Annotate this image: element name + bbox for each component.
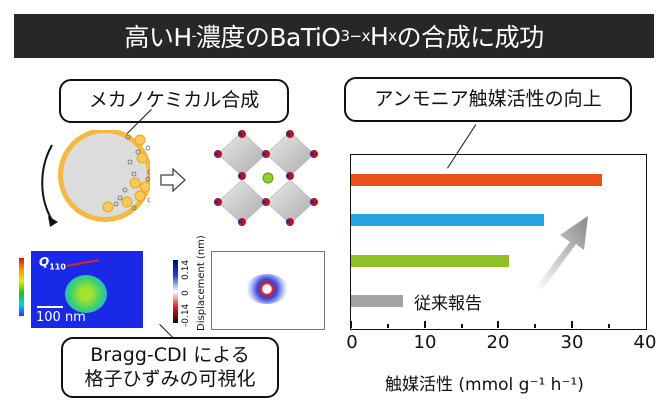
colorbar-mid: 0 [181,290,191,296]
x-axis-label: 触媒活性 (mmol g⁻¹ h⁻¹) [385,375,584,395]
chart-plot-area [350,154,647,330]
tick-label-0: 0 [346,332,358,353]
title-prefix: 高いH [124,23,192,52]
scale-bar [37,306,63,308]
displacement-pattern [246,274,288,304]
tick-label-30: 30 [560,332,584,353]
callout-bragg-cdi: Bragg-CDI による 格子ひずみの可視化 [61,337,279,398]
title-sub1: 3−x [340,27,370,45]
title-mid: 濃度のBaTiO [195,23,341,52]
tick [534,324,536,328]
q-sub: 110 [49,262,66,272]
cdi-intensity-map: Q110 100 nm [31,251,143,328]
tick [497,321,499,328]
tick [424,321,426,328]
callout-ammonia-text: アンモニア触媒活性の向上 [374,87,602,110]
displacement-axis-label: Displacement (nm) [196,235,207,331]
particle-image [65,275,107,313]
colorbar-max: 0.14 [181,259,191,280]
tick-label-20: 20 [486,332,510,353]
displacement-colorbar [173,260,178,323]
callout-bragg-line2: 格子ひずみの可視化 [84,367,256,390]
title-sub2: x [388,27,397,45]
callout-mechanochemical: メカノケミカル合成 [59,79,289,123]
tick [608,324,610,328]
bar-2 [351,255,509,267]
improvement-arrow-icon [535,216,588,290]
ba-atom [262,172,274,184]
callout-bragg-line1: Bragg-CDI による [90,343,250,366]
title-suffix: の合成に成功 [396,23,545,52]
callout-mechanochemical-text: メカノケミカル合成 [88,89,260,112]
tick [387,324,389,328]
rotation-arrow-icon [41,144,53,221]
bar-0 [351,174,602,186]
perovskite-structure-illustration [214,130,318,226]
tick [461,324,463,328]
title-h: H [369,21,389,51]
conventional-label: 従来報告 [414,294,482,314]
callout-ammonia-activity: アンモニア触媒活性の向上 [344,77,632,122]
title-sup: - [191,28,197,44]
scale-label: 100 nm [36,310,86,325]
bragg-pointer-line [159,324,173,338]
tick [350,321,352,328]
colorbar-min: -0.14 [181,303,191,327]
cdi-displacement-map [211,251,325,330]
q-label: Q [39,255,50,269]
ball-mill-illustration [41,130,150,227]
tick-label-40: 40 [633,332,657,353]
process-arrow-icon [160,168,186,192]
q-vector-arrow-icon [67,259,99,267]
tick [571,321,573,328]
intensity-colorbar [19,258,24,316]
tick-label-10: 10 [413,332,437,353]
bar-3 [351,295,403,307]
bar-1 [351,214,544,226]
